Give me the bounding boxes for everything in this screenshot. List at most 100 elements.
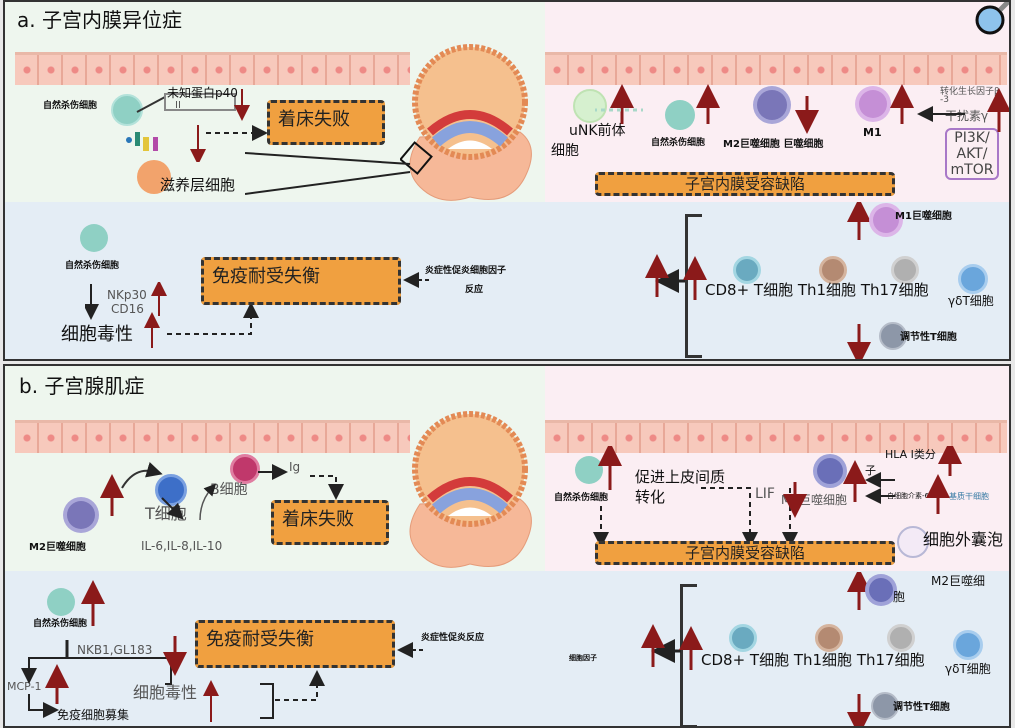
stromal-cell-label: 基质干细胞 [949,492,989,501]
t-cell-arrows [645,202,871,359]
inflammatory-b-label: 炎症性促炎反应 [421,633,485,643]
m2-macrophage-br-icon [869,578,893,602]
regulation-arrows-b-top [593,446,962,548]
lif-label: LIF [755,486,775,502]
epithelium-right-b [545,420,1007,453]
tgf-label-2: -3 [940,95,949,105]
gd-t-cell-label: γδT细胞 [948,294,994,308]
b-cell-label: B细胞 [210,482,248,498]
m1-macrophage-label: M1巨噬细胞 [895,211,952,222]
trophoblast-label: 滋养层细胞 [160,176,236,194]
blastocyst-illustration [400,44,532,201]
trophoblast-cell-icon [137,160,171,194]
ifn-label: 干扰素γ [945,109,989,123]
panel-adenomyosis: b. 子宫腺肌症 M2巨噬细胞 T细胞 IL-6,IL-8,IL-10 B细胞 … [3,364,1011,728]
hla-label: HLA I类分 [885,448,936,461]
nkp30-label: NKp30 [107,288,147,302]
panel-endometriosis: a. 子宫内膜异位症 自然杀伤细胞 未知蛋白p40 II 着床失败 滋养层细胞 [3,0,1011,361]
nk-cell-bottom-icon [80,224,108,252]
cd8-t-cell-b-icon [729,624,757,652]
unknown-protein-label: 未知蛋白p40 [167,86,238,100]
hla-label-2: 子 [865,464,876,477]
panel-b-title: b. 子宫腺肌症 [19,374,145,398]
nk-cell-bottom-label: 自然杀伤细胞 [65,261,120,271]
nk-cell-b-bottom-icon [47,588,75,616]
implant-failure-box: 着床失败 [267,100,385,145]
cytotoxicity-arrows [85,282,259,348]
pathway-line-2: AKT/ [956,146,988,162]
panel-b-bg-bottom [5,571,1009,726]
implant-failure-box-b: 着床失败 [271,500,389,545]
nk-cell-b-right-label: 自然杀伤细胞 [554,493,609,503]
il6-label: 白细胞介素-6 [887,492,929,500]
receptivity-defect-box: 子宫内膜受容缺陷 [595,172,895,196]
treg-cell-b-icon [871,692,899,720]
cd16-label: CD16 [111,302,144,316]
treg-label: 调节性T细胞 [900,332,957,343]
t-cell-icon [155,474,187,506]
t-cell-bracket [685,214,702,358]
epithelium-left-b [15,420,410,453]
unk-precursor-label: uNK前体 [569,123,626,139]
pathway-line-3: mTOR [950,162,994,178]
unk-precursor-cell-icon [573,89,607,123]
nk-cell-right-label: 自然杀伤细胞 [651,138,706,148]
inflammatory-label: 炎症性促炎细胞因子 [425,266,507,276]
t-cell-bracket-b [680,584,697,726]
emt-label: 促进上皮间质 [635,468,726,486]
immune-tolerance-box: 免疫耐受失衡 [201,257,401,305]
nk-cell-right-icon [665,100,695,130]
panel-b-bg-right [545,366,1009,571]
epithelium-right [545,52,1007,85]
inflammation-arrow-b [397,642,423,658]
m2-macrophage-label: M2巨噬细胞 巨噬细胞 [723,139,824,150]
t-cells-b-label: CD8+ T细胞 Th1细胞 Th17细胞 [701,651,925,669]
cd8-t-cell-icon [733,256,761,284]
th17-cell-b-icon [887,624,915,652]
panel-a-title: a. 子宫内膜异位症 [17,8,182,32]
immune-tolerance-box-b: 免疫耐受失衡 [195,620,395,668]
exosome-icon [897,526,929,558]
zoom-lines [245,152,411,195]
cascade-arrows [100,462,344,521]
m2-macrophage-left-label: M2巨噬细胞 [29,542,86,553]
th17-cell-icon [891,256,919,284]
blastocyst-illustration-b [409,411,532,568]
th1-cell-icon [819,256,847,284]
m1-macrophage-icon [859,90,887,118]
treg-b-label: 调节性T细胞 [893,702,950,713]
receptor-ii-label: II [175,100,181,111]
receptivity-defect-box-b: 子宫内膜受容缺陷 [595,541,895,565]
tgf-label: 转化生长因子β [940,87,1000,97]
recruitment-label: 免疫细胞募集 [57,708,130,722]
treg-cell-icon [879,322,907,350]
gd-t-cell-b-label: γδT细胞 [945,662,991,676]
m2-macrophage-br-label: M2巨噬细 [931,574,985,588]
nk-cell-b-bottom-label: 自然杀伤细胞 [33,619,88,629]
m1-macrophage-bottom-icon [873,207,899,233]
interleukins-label: IL-6,IL-8,IL-10 [141,539,223,553]
gd-t-cell-icon [958,264,988,294]
inflammation-arrow [403,272,429,288]
m2-macrophage-left-icon [67,501,95,529]
ig-label: Ig [289,460,301,474]
m2-macrophage-br-label-2: 胞 [893,590,906,604]
magnifier-icon[interactable] [970,2,1010,38]
t-cells-label: CD8+ T细胞 Th1细胞 Th17细胞 [705,281,929,299]
m2-macrophage-icon [757,90,787,120]
pi3k-akt-mtor-box: PI3K/ AKT/ mTOR [945,128,999,180]
b-cell-icon [230,454,260,484]
cytotoxicity-b-label: 细胞毒性 [133,683,198,702]
nk-pathway-arrows [21,580,325,722]
pathway-line-1: PI3K/ [954,130,990,146]
gd-t-cell-b-icon [953,630,983,660]
inflammatory-label-2: 反应 [465,285,484,295]
unk-precursor-label-2: 细胞 [551,143,579,159]
nk-cell-label: 自然杀伤细胞 [43,101,98,111]
cytotoxicity-label: 细胞毒性 [61,324,133,345]
th1-cell-b-icon [815,624,843,652]
exosome-label: 细胞外囊泡 [923,530,1004,549]
m2-macrophage-mid-icon [817,458,843,484]
arrows-protein [190,89,268,162]
nkb1-label: NKB1,GL183 [77,643,153,657]
